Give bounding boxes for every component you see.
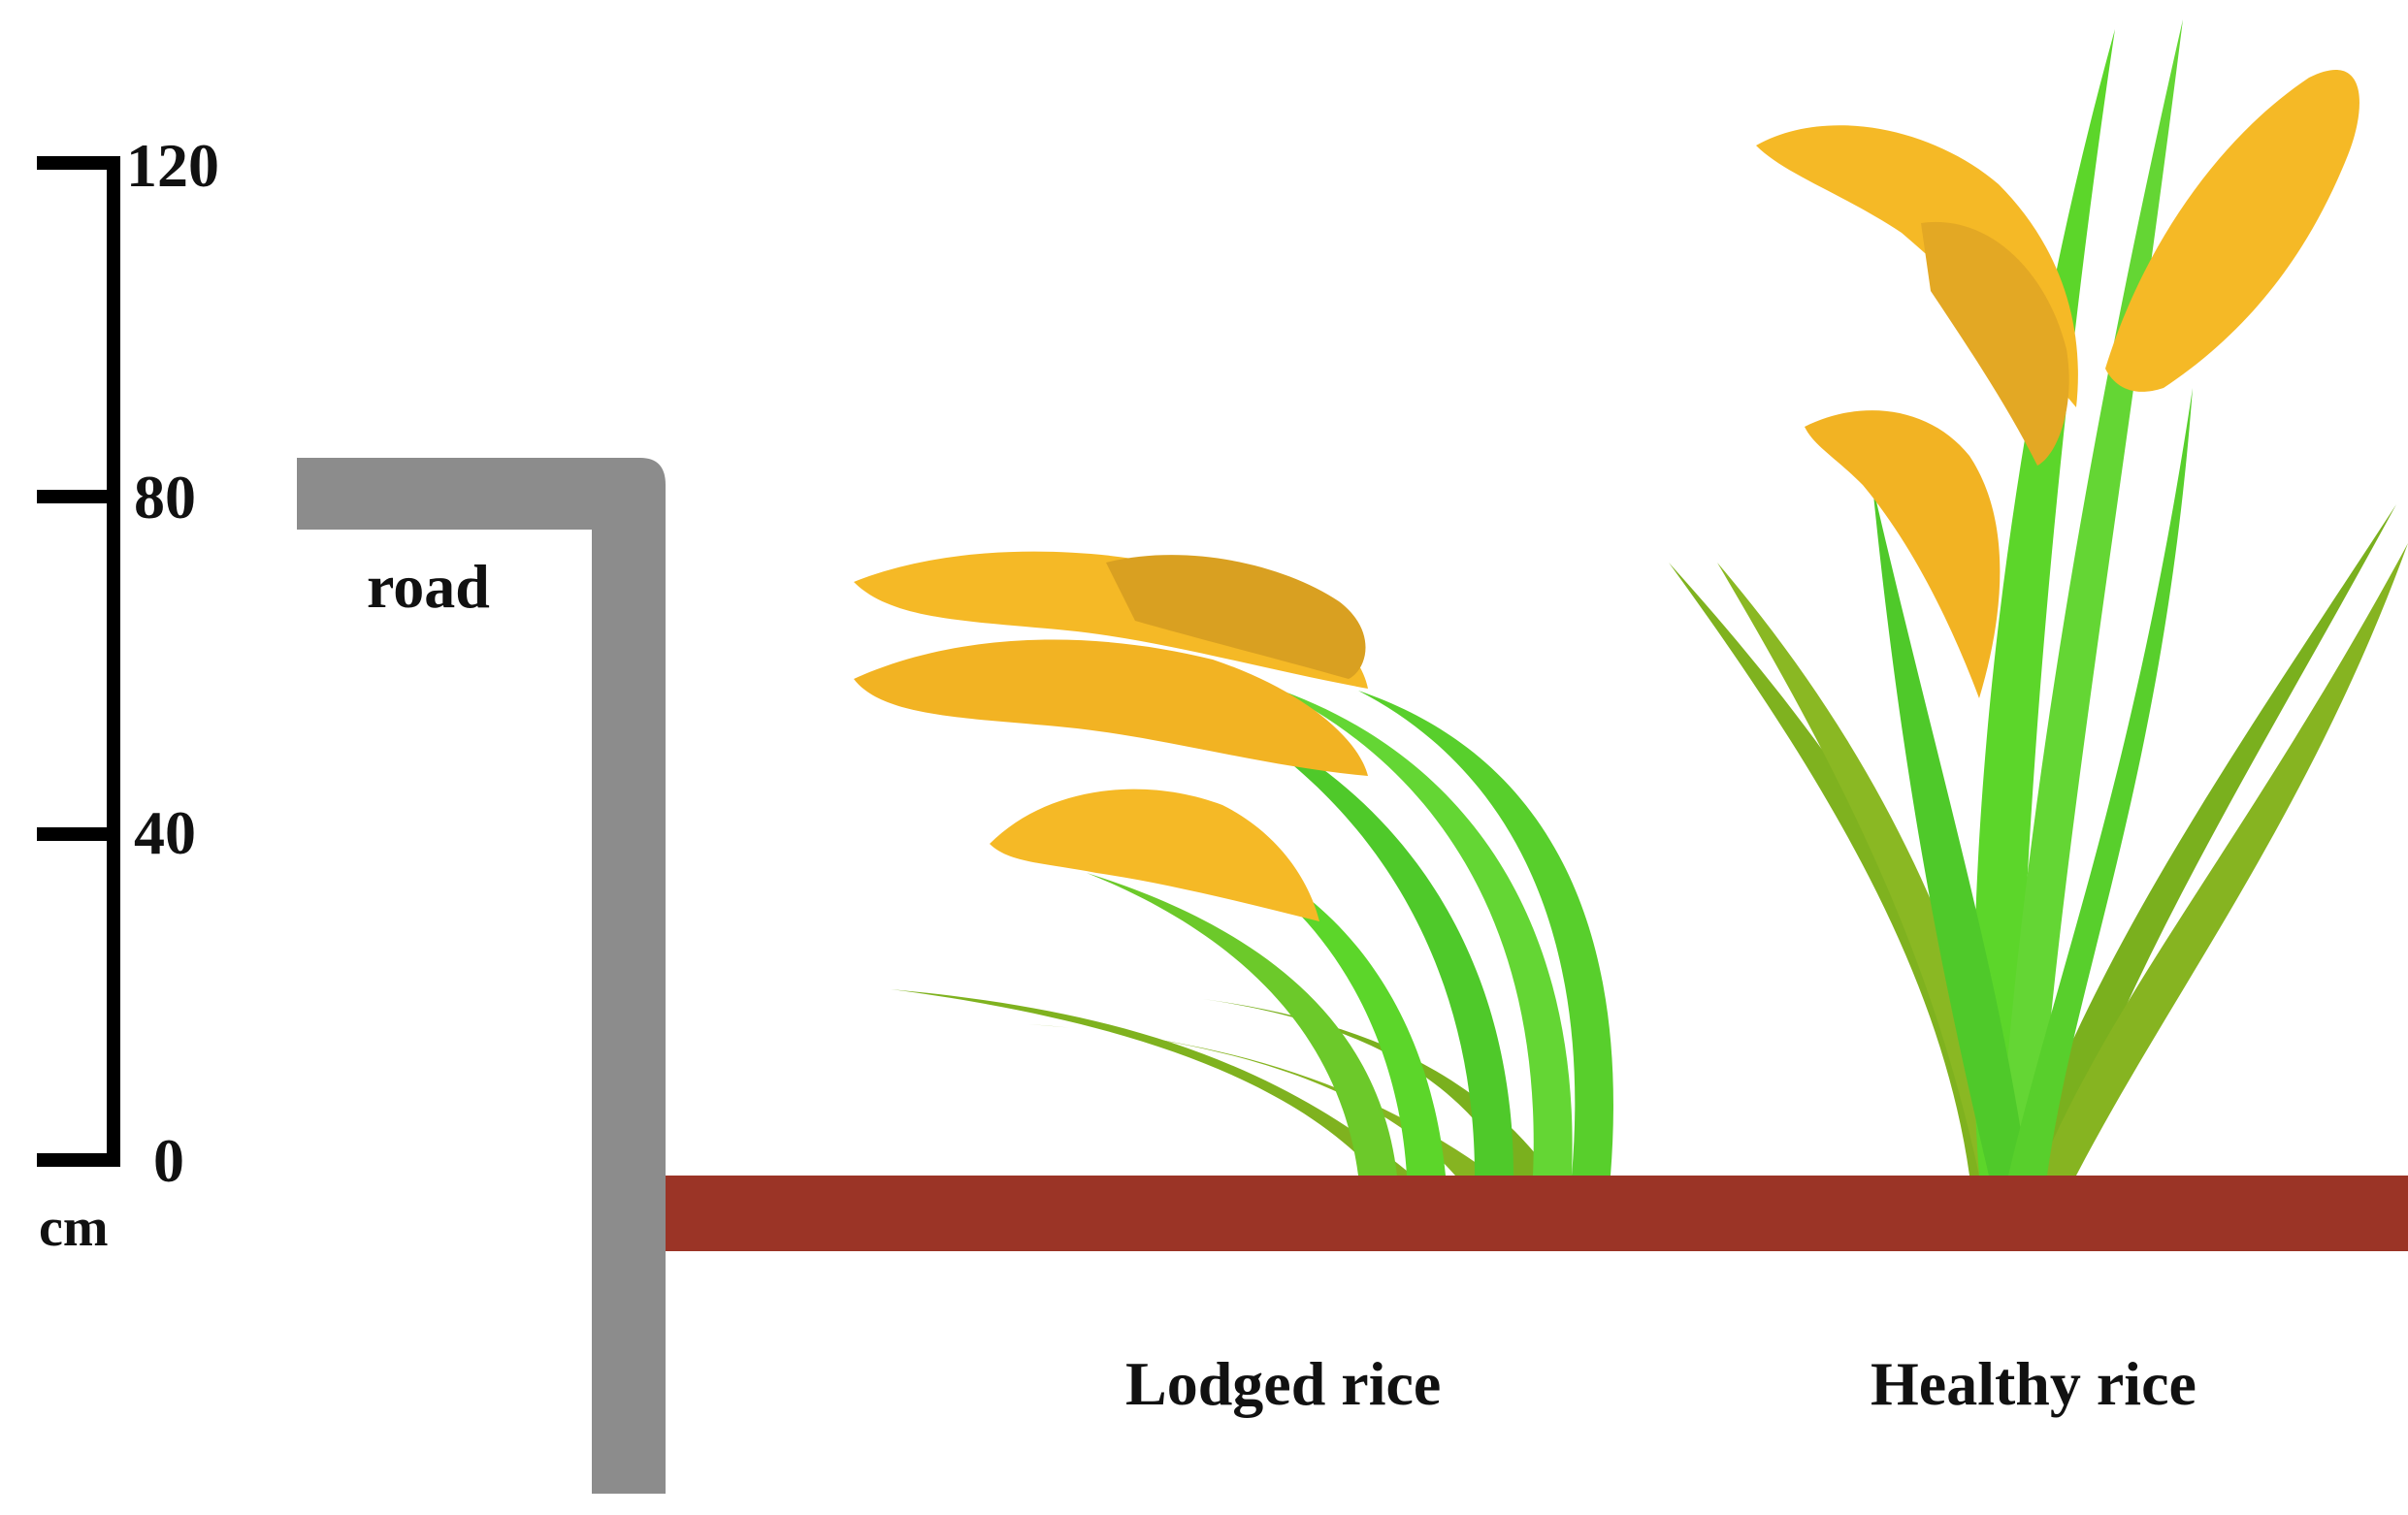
road: road (297, 458, 666, 1494)
road-label: road (367, 552, 490, 621)
healthy-rice-caption: Healthy rice (1871, 1349, 2196, 1418)
soil-strip (666, 1176, 2408, 1251)
scale-unit-label: cm (39, 1198, 109, 1258)
scale-label-40: 40 (134, 798, 196, 867)
scale-label-120: 120 (126, 131, 219, 200)
lodged-rice-icon (854, 551, 1613, 1176)
scale-label-0: 0 (153, 1126, 184, 1195)
scale-label-80: 80 (134, 463, 196, 532)
road-shape (297, 458, 666, 1494)
height-scale: 120 80 40 0 cm (37, 131, 219, 1258)
healthy-rice-icon (1669, 19, 2408, 1176)
lodged-rice-caption: Lodged rice (1125, 1349, 1441, 1418)
